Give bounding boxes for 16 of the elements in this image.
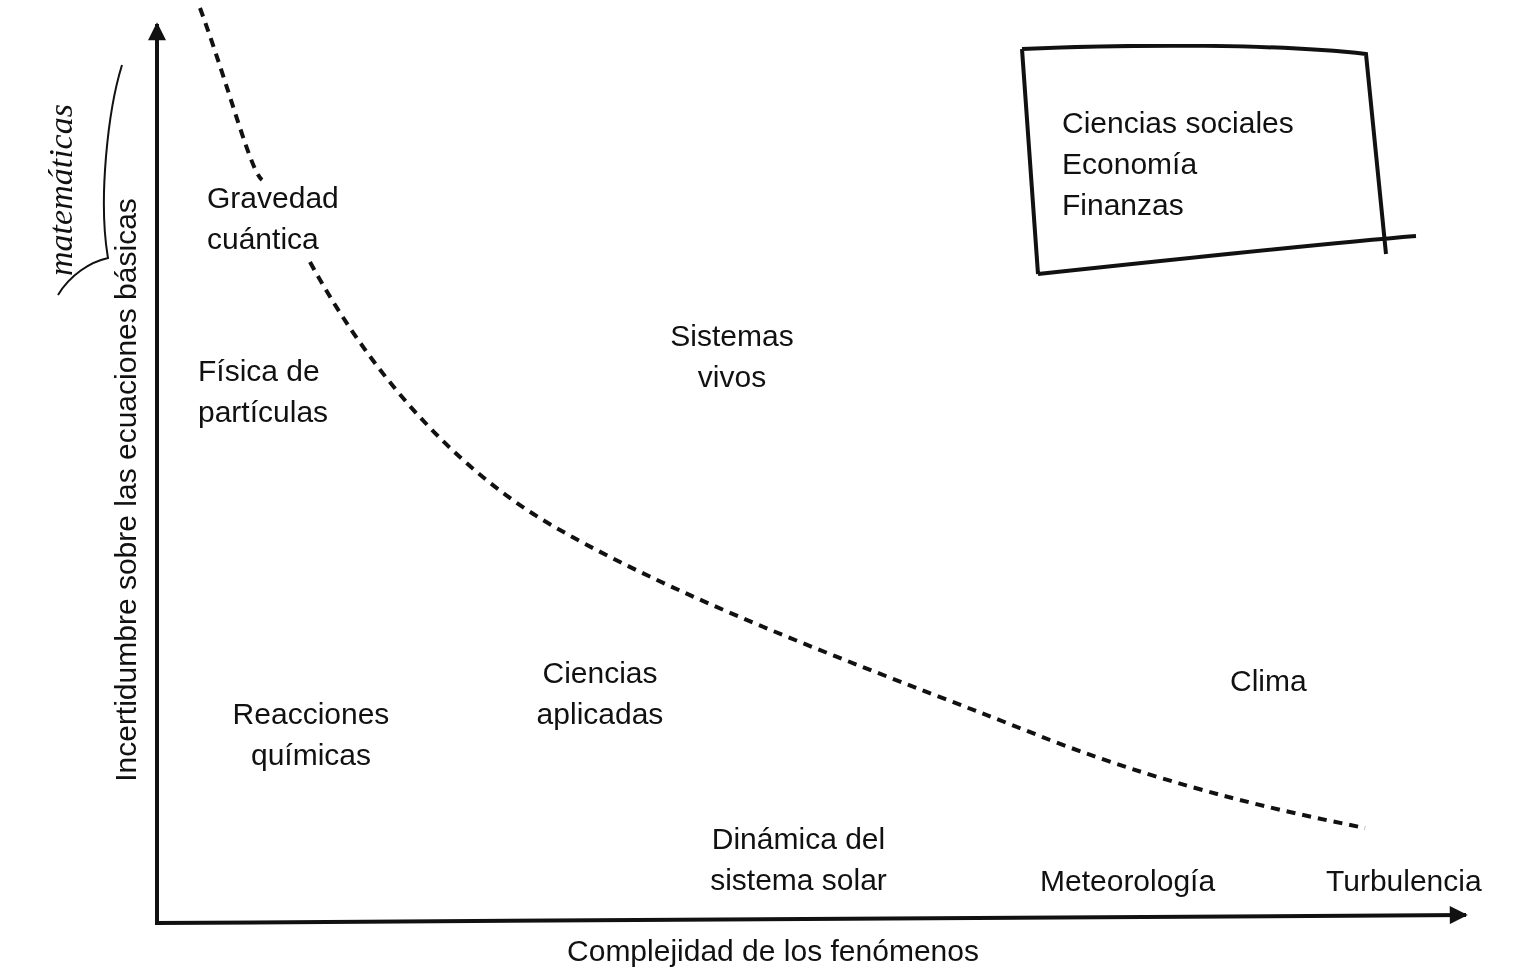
node-text: Ciencias sociales: [1062, 105, 1294, 141]
region-label: Ciencias aplicadas: [535, 655, 665, 732]
region-label: Sistemas vivos: [669, 318, 795, 395]
region-label: Turbulencia: [1326, 863, 1483, 899]
region-label: Clima: [1230, 663, 1308, 699]
axis-title: Incertidumbre sobre las ecuaciones básicas: [107, 198, 143, 782]
region-label: Meteorología: [1040, 863, 1217, 899]
handwritten-note: matemáticas: [40, 104, 80, 276]
node-text: Finanzas: [1062, 187, 1185, 223]
region-label: Gravedad cuántica: [207, 180, 340, 257]
axis-title: Complejidad de los fenómenos: [566, 933, 980, 969]
node-text: Economía: [1062, 146, 1199, 182]
note-box: [1018, 44, 1418, 279]
region-label: Física de partículas: [198, 353, 330, 430]
region-label: Reacciones químicas: [231, 696, 391, 773]
region-label: Dinámica del sistema solar: [709, 821, 888, 898]
